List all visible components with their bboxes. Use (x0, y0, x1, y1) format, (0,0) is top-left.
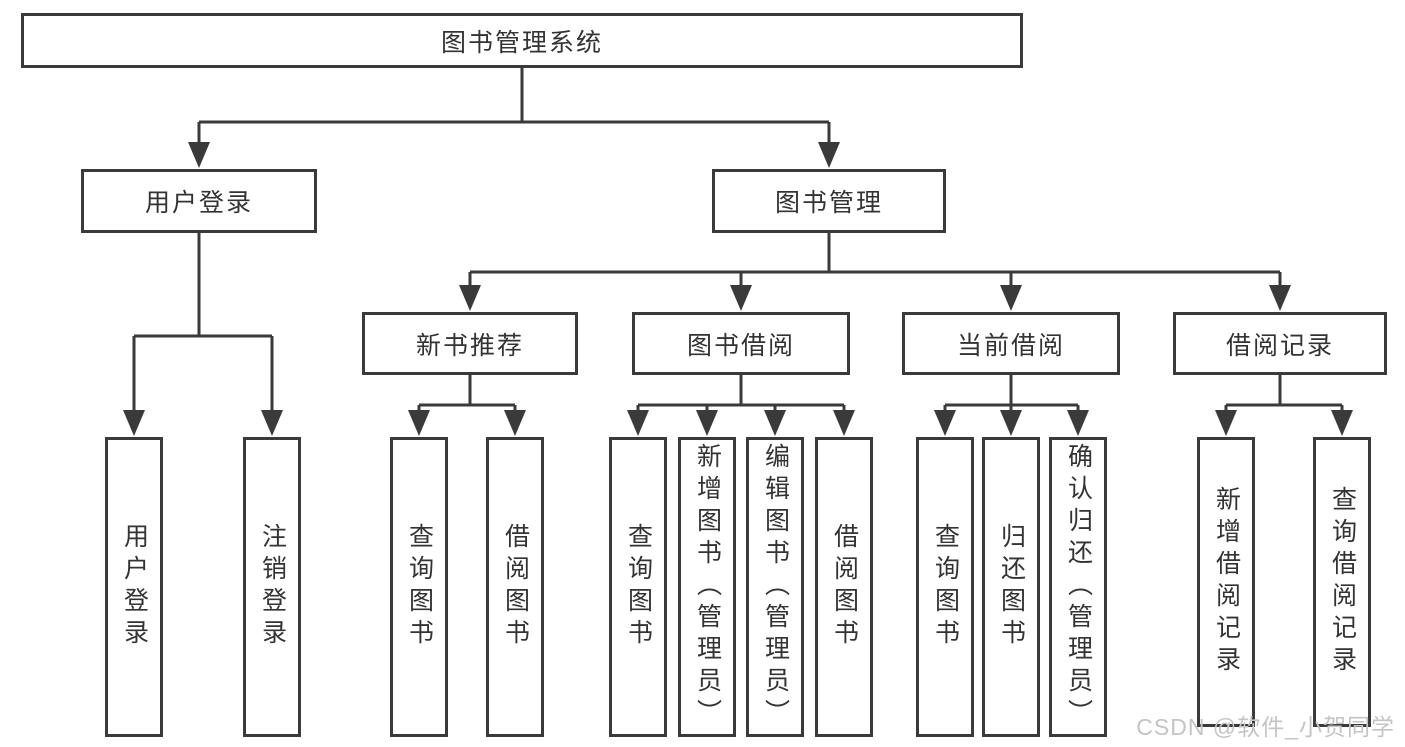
arrowhead (818, 142, 840, 168)
node-current-borrow-label: 当前借阅 (956, 331, 1065, 360)
leaf-query-books-recommend: 查询图书 (390, 437, 448, 737)
node-borrow-records-label: 借阅记录 (1225, 331, 1334, 360)
node-book-borrow-label: 图书借阅 (686, 331, 795, 360)
leaf-logout-label: 注销登录 (258, 523, 287, 651)
node-new-book-recommend: 新书推荐 (362, 312, 578, 375)
node-new-book-recommend-label: 新书推荐 (415, 331, 524, 360)
leaf-add-book-admin: 新增图书（管理员） (678, 437, 736, 737)
leaf-query-borrow-record: 查询借阅记录 (1313, 437, 1371, 727)
leaf-borrow-books-recommend: 借阅图书 (486, 437, 544, 737)
leaf-confirm-return-admin: 确认归还（管理员） (1049, 437, 1107, 737)
leaf-query-books-current: 查询图书 (916, 437, 974, 737)
node-root-label: 图书管理系统 (440, 28, 603, 57)
arrowhead (504, 410, 526, 436)
arrowhead (696, 410, 718, 436)
arrowhead (1000, 285, 1022, 311)
leaf-logout: 注销登录 (243, 437, 301, 737)
arrowhead (123, 410, 145, 436)
leaf-query-books-current-label: 查询图书 (931, 523, 960, 651)
arrowhead (459, 285, 481, 311)
arrowhead (764, 410, 786, 436)
arrowhead (188, 142, 210, 168)
arrowhead (1067, 410, 1089, 436)
arrowhead (261, 410, 283, 436)
leaf-user-login: 用户登录 (105, 437, 163, 737)
leaf-user-login-label: 用户登录 (120, 523, 149, 651)
arrowhead (1215, 410, 1237, 436)
connector-bookmgmt-to-level2 (468, 233, 1282, 287)
leaf-borrow-books: 借阅图书 (815, 437, 873, 737)
node-user-login: 用户登录 (81, 169, 317, 233)
leaf-query-books-borrow-label: 查询图书 (624, 523, 653, 651)
leaf-return-book: 归还图书 (982, 437, 1040, 737)
leaf-return-book-label: 归还图书 (997, 523, 1026, 651)
arrowhead (408, 410, 430, 436)
arrowhead (833, 410, 855, 436)
connector-newbook-to-children (417, 375, 517, 412)
leaf-edit-book-admin: 编辑图书（管理员） (746, 437, 804, 737)
csdn-watermark: CSDN @软件_小贺同学 (1136, 714, 1395, 740)
arrowhead (730, 285, 752, 311)
connector-userlogin-to-children (132, 233, 274, 412)
leaf-add-borrow-record: 新增借阅记录 (1197, 437, 1255, 727)
arrowhead (627, 410, 649, 436)
connector-records-to-children (1224, 375, 1344, 412)
connector-root-to-level1 (197, 68, 831, 144)
leaf-add-book-admin-label: 新增图书（管理员） (693, 443, 722, 731)
connector-bookborrow-to-children (636, 375, 846, 412)
leaf-query-books-borrow: 查询图书 (609, 437, 667, 737)
connector-currentborrow-to-children (943, 375, 1080, 412)
node-current-borrow: 当前借阅 (902, 312, 1120, 375)
leaf-query-borrow-record-label: 查询借阅记录 (1328, 486, 1357, 678)
node-borrow-records: 借阅记录 (1173, 312, 1387, 375)
arrowhead (934, 410, 956, 436)
node-book-management-label: 图书管理 (774, 189, 883, 217)
node-root: 图书管理系统 (21, 13, 1023, 68)
node-user-login-label: 用户登录 (144, 189, 253, 217)
leaf-add-borrow-record-label: 新增借阅记录 (1212, 486, 1241, 678)
arrowhead (1331, 410, 1353, 436)
arrowhead (1269, 285, 1291, 311)
leaf-confirm-return-admin-label: 确认归还（管理员） (1064, 443, 1093, 731)
leaf-borrow-books-recommend-label: 借阅图书 (501, 523, 530, 651)
node-book-management: 图书管理 (712, 169, 946, 233)
arrowhead (1000, 410, 1022, 436)
leaf-query-books-recommend-label: 查询图书 (405, 523, 434, 651)
leaf-edit-book-admin-label: 编辑图书（管理员） (761, 443, 790, 731)
node-book-borrow: 图书借阅 (632, 312, 850, 375)
leaf-borrow-books-label: 借阅图书 (830, 523, 859, 651)
